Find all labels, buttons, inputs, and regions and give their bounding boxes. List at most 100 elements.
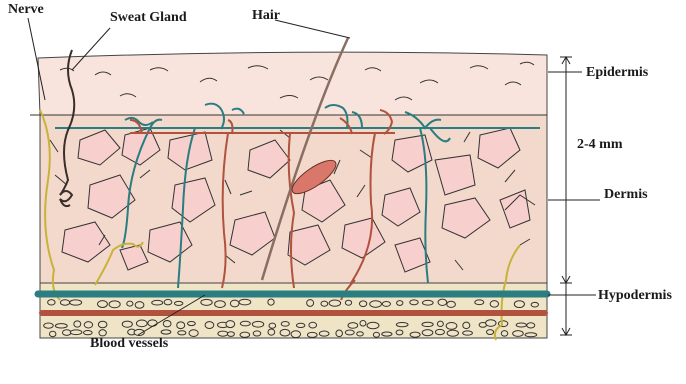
fat-cell [49,331,55,336]
fat-cell [307,332,317,337]
fat-cell [422,300,433,305]
fat-cell [291,331,301,338]
fat-cell [174,301,182,305]
fat-cell [215,301,226,308]
label-sweat-gland: Sweat Gland [110,10,187,26]
fat-cell [99,330,106,336]
fat-cell [370,301,382,308]
fat-cell [268,299,274,305]
fat-cell [410,300,418,305]
fat-cell [307,300,314,307]
fat-cell [396,330,403,335]
fat-cell [98,301,108,308]
label-dermis: Dermis [604,187,648,203]
fat-cell [513,331,524,337]
label-nerve: Nerve [8,2,44,18]
fat-cell [178,331,186,335]
fat-cell [463,331,473,335]
fat-cell [446,323,457,330]
fat-cell [148,320,157,326]
fat-cell [84,322,92,328]
fat-cell [109,301,120,308]
label-epidermis: Epidermis [586,65,648,81]
fat-cell [70,300,82,305]
fat-cell [98,321,107,328]
fat-cell [447,301,456,307]
fat-cell [435,329,444,334]
fat-cell [253,331,261,336]
fat-cell [201,299,212,305]
fat-cell [501,331,508,336]
fat-cell [475,300,484,305]
fat-cell [252,321,263,327]
fat-cell [367,322,379,329]
fat-cell [373,332,379,337]
fat-cell [187,322,195,326]
fat-cell [382,332,392,336]
fat-cell [490,301,498,308]
fat-cell [189,330,198,337]
fat-cell [447,330,458,336]
fat-cell [136,320,147,327]
fat-cell [438,299,447,305]
fat-cell [527,323,535,328]
fat-cell [83,331,92,335]
thickness-bracket [560,57,572,335]
fat-cell [281,321,289,326]
fat-cell [127,301,133,306]
fat-cell [227,332,234,337]
fat-cell [514,301,524,308]
fat-cell [269,323,276,328]
fat-cell [360,321,366,326]
fat-cell [70,330,82,335]
fat-cell [486,320,496,327]
fat-cell [309,322,317,328]
fat-cell [422,322,433,326]
fat-cell [152,300,163,305]
fat-cell [240,321,250,326]
fat-cell [321,301,328,306]
fat-cell [531,302,538,307]
fat-cell [357,332,364,336]
fat-cell [226,321,235,328]
label-thickness: 2-4 mm [577,137,623,153]
label-hypodermis: Hypodermis [598,288,672,304]
fat-cell [486,330,493,335]
fat-cell [525,333,537,337]
epidermis-layer [38,52,547,115]
fat-cell [422,330,433,336]
label-blood-vessels: Blood vessels [90,336,168,352]
fat-cell [280,329,290,336]
fat-cell [296,323,304,327]
fat-cell [55,324,67,328]
fat-cell [177,322,185,329]
fat-cell [437,321,443,326]
fat-cell [410,332,420,337]
fat-cell [48,300,55,305]
fat-cell [161,330,171,334]
fat-cell [239,299,251,305]
fat-cell [60,300,69,305]
fat-cell [74,321,81,327]
fat-cell [268,329,275,335]
fat-cell [396,322,408,326]
fat-cell [345,300,351,305]
fat-cell [164,299,172,304]
fat-cell [359,301,366,307]
fat-cell [163,321,171,327]
fat-cell [44,323,54,328]
fat-cell [463,322,470,328]
fat-cell [348,323,358,329]
fat-cell [319,331,329,336]
fat-cell [218,331,228,336]
fat-cell [382,301,390,306]
fat-cell [397,301,403,306]
fat-cell [122,321,132,327]
fat-cell [516,323,526,327]
fat-cell [230,300,239,307]
fat-cell [62,330,71,336]
fat-cell [135,302,144,309]
fat-cell [329,300,341,306]
